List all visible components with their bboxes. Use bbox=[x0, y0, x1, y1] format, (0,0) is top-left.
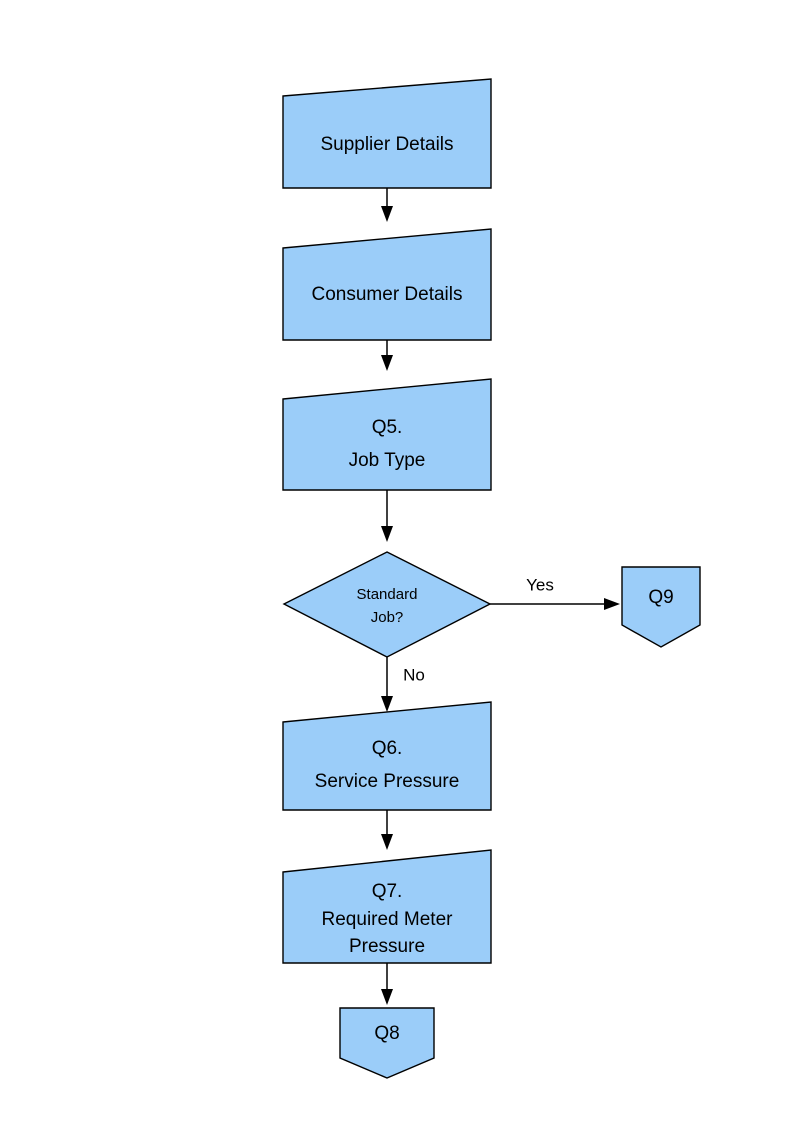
node-label-consumer-details: Consumer Details bbox=[312, 284, 463, 305]
edge-q7-to-q8 bbox=[381, 963, 393, 1005]
edge-label-no: No bbox=[403, 665, 425, 684]
edge-decision-to-q9: Yes bbox=[490, 575, 620, 610]
node-label-q7-line1: Q7. bbox=[372, 881, 403, 902]
node-q9[interactable]: Q9 bbox=[621, 566, 701, 648]
node-q8[interactable]: Q8 bbox=[339, 1007, 435, 1079]
node-label-decision-line2: Job? bbox=[371, 609, 404, 626]
node-label-supplier-details: Supplier Details bbox=[320, 134, 453, 155]
node-label-q6-line1: Q6. bbox=[372, 738, 403, 759]
node-standard-job-decision[interactable]: Standard Job? bbox=[282, 551, 492, 658]
node-label-decision-line1: Standard bbox=[357, 586, 418, 603]
edge-decision-to-q6: No bbox=[381, 657, 425, 712]
edge-label-yes: Yes bbox=[526, 575, 554, 594]
arrowhead-icon bbox=[381, 526, 393, 542]
arrowhead-icon bbox=[381, 834, 393, 850]
node-label-q5-line1: Q5. bbox=[372, 417, 403, 438]
node-shape-shield[interactable] bbox=[621, 566, 701, 648]
arrowhead-icon bbox=[381, 206, 393, 222]
arrowhead-icon bbox=[381, 989, 393, 1005]
node-q7-required-meter-pressure[interactable]: Q7. Required Meter Pressure bbox=[282, 849, 492, 964]
node-label-q8: Q8 bbox=[374, 1023, 399, 1044]
arrowhead-icon bbox=[381, 696, 393, 712]
arrowhead-icon bbox=[381, 355, 393, 371]
edge-q5-to-decision bbox=[381, 490, 393, 542]
node-shape-diamond[interactable] bbox=[282, 551, 492, 658]
node-shape-shield[interactable] bbox=[339, 1007, 435, 1079]
node-shape-document[interactable] bbox=[282, 78, 492, 189]
node-label-q6-line2: Service Pressure bbox=[315, 771, 460, 792]
edge-supplier-to-consumer bbox=[381, 188, 393, 222]
node-shape-document[interactable] bbox=[282, 378, 492, 491]
node-supplier-details[interactable]: Supplier Details bbox=[282, 78, 492, 189]
node-label-q7-line3: Pressure bbox=[349, 936, 425, 957]
node-label-q5-line2: Job Type bbox=[349, 450, 426, 471]
node-q6-service-pressure[interactable]: Q6. Service Pressure bbox=[282, 701, 492, 811]
node-shape-document[interactable] bbox=[282, 849, 492, 964]
node-shape-document[interactable] bbox=[282, 228, 492, 341]
arrowhead-icon bbox=[604, 598, 620, 610]
edge-q6-to-q7 bbox=[381, 810, 393, 850]
node-consumer-details[interactable]: Consumer Details bbox=[282, 228, 492, 341]
node-label-q7-line2: Required Meter bbox=[322, 909, 454, 930]
node-q5-job-type[interactable]: Q5. Job Type bbox=[282, 378, 492, 491]
node-shape-document[interactable] bbox=[282, 701, 492, 811]
edge-consumer-to-q5 bbox=[381, 340, 393, 371]
node-label-q9: Q9 bbox=[648, 587, 673, 608]
